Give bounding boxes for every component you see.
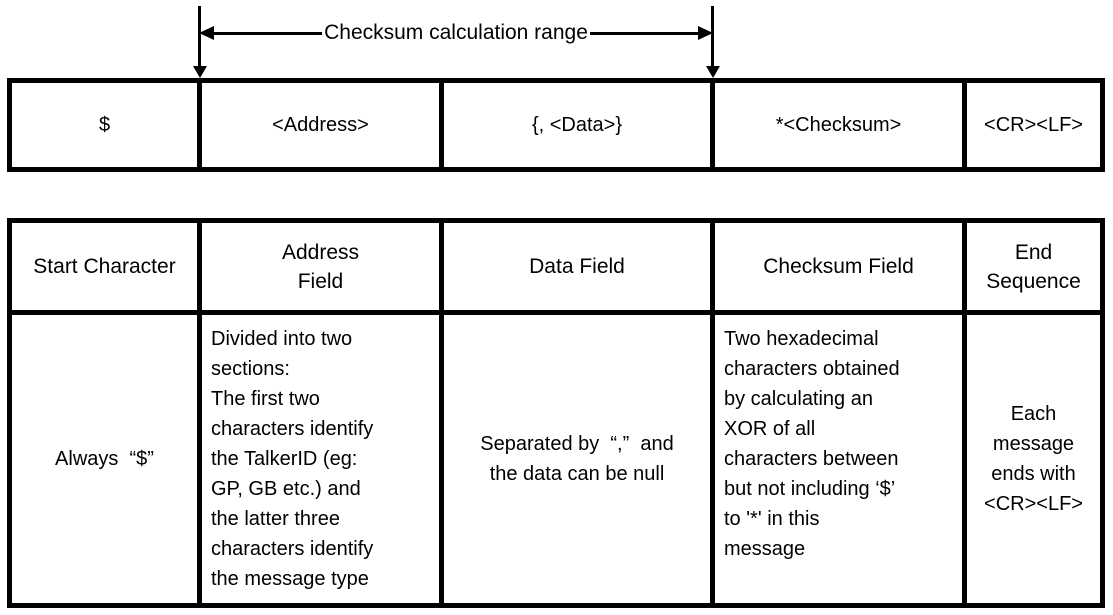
segment-end-sequence: <CR><LF>: [984, 113, 1083, 136]
header-address-field: Address Field: [202, 223, 444, 315]
field-description-table: Start Character Address Field Data Field…: [7, 218, 1105, 608]
arrow-left-icon: [199, 26, 214, 40]
desc-checksum-field: Two hexadecimal characters obtained by c…: [715, 315, 967, 603]
range-label: Checksum calculation range: [324, 21, 588, 44]
desc-address-field: Divided into two sections: The first two…: [202, 315, 444, 603]
range-dimension-arrow: Checksum calculation range: [199, 20, 713, 46]
arrow-right-icon: [698, 26, 713, 40]
table-header-row: Start Character Address Field Data Field…: [12, 223, 1100, 315]
segment-address: <Address>: [202, 83, 444, 167]
message-format-row: $ <Address> {, <Data>} *<Checksum> <CR><…: [7, 78, 1105, 172]
table-body-row: Always “$” Divided into two sections: Th…: [12, 315, 1100, 603]
arrow-left-segment: [214, 31, 323, 35]
header-end-sequence: End Sequence: [967, 223, 1100, 315]
arrow-right-segment: [589, 31, 698, 35]
desc-end-sequence: Each message ends with <CR><LF>: [984, 403, 1083, 515]
segment-data: {, <Data>}: [444, 83, 715, 167]
segment-checksum: *<Checksum>: [715, 83, 967, 167]
range-start-arrow-icon: [192, 66, 207, 78]
desc-data-field: Separated by “,” and the data can be nul…: [444, 315, 715, 603]
range-end-arrow-icon: [705, 66, 720, 78]
segment-start-character: $: [12, 83, 202, 167]
header-checksum-field: Checksum Field: [715, 223, 967, 315]
header-data-field: Data Field: [444, 223, 715, 315]
desc-start-character: Always “$”: [12, 315, 202, 603]
header-start-character: Start Character: [12, 223, 202, 315]
